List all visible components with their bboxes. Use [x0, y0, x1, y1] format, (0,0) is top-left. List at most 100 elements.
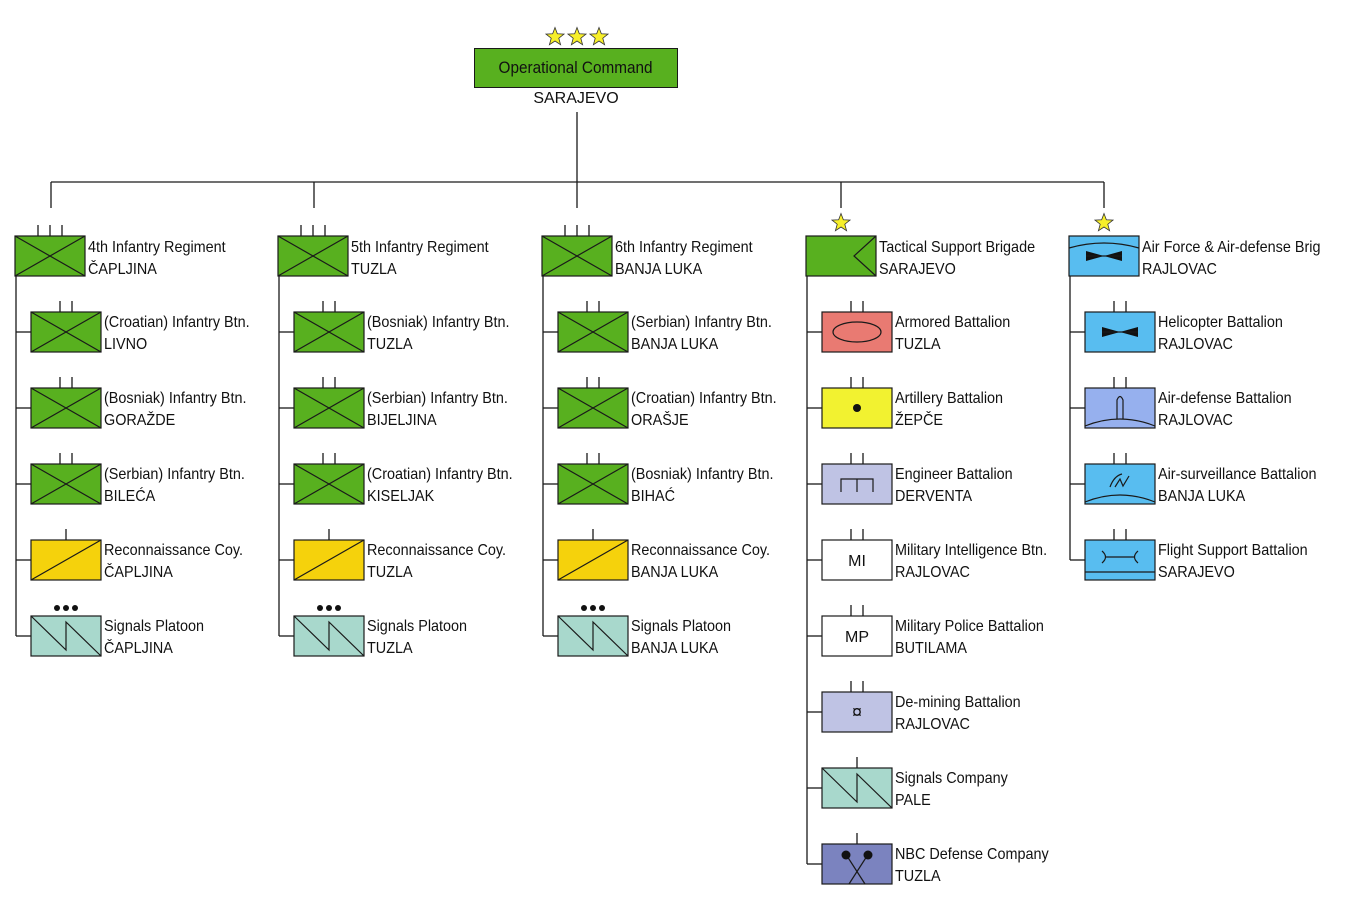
- echelon-marker: [1113, 529, 1127, 540]
- support-icon: [805, 235, 877, 277]
- rank-star-icon: [830, 212, 852, 232]
- echelon-marker: [322, 377, 336, 388]
- unit-name: Air-defense Battalion: [1158, 390, 1292, 407]
- demining-icon: ¤: [821, 691, 893, 733]
- unit-location: BANJA LUKA: [631, 336, 719, 353]
- echelon-marker: [300, 225, 326, 236]
- echelon-marker: [586, 453, 600, 464]
- military-intelligence-icon: MI: [821, 539, 893, 581]
- unit-location: RAJLOVAC: [1158, 336, 1233, 353]
- operational-command-location: SARAJEVO: [533, 90, 619, 107]
- rank-star-icon: [588, 26, 610, 46]
- infantry-icon: [277, 235, 349, 277]
- unit-location: PALE: [895, 792, 931, 809]
- helicopter-icon: [1084, 311, 1156, 353]
- unit-location: BANJA LUKA: [631, 640, 719, 657]
- unit-label: (Bosniak) Infantry Btn.GORAŽDE: [104, 388, 246, 432]
- unit-column: [14, 225, 102, 657]
- infantry-icon: [30, 387, 102, 429]
- unit-location: BIHAĆ: [631, 488, 676, 505]
- unit-name: Signals Platoon: [631, 618, 732, 635]
- reconnaissance-icon: [30, 539, 102, 581]
- unit-location: RAJLOVAC: [895, 564, 970, 581]
- echelon-marker: [850, 453, 864, 464]
- unit-location: SARAJEVO: [1158, 564, 1235, 581]
- unit-name: Military Intelligence Btn.: [895, 542, 1048, 559]
- nbc-icon: [821, 843, 893, 885]
- unit-label: (Serbian) Infantry Btn. BILEĆA: [104, 464, 245, 508]
- echelon-marker: [850, 681, 864, 692]
- echelon-marker: [59, 377, 73, 388]
- echelon-marker: [1113, 301, 1127, 312]
- infantry-icon: [293, 311, 365, 353]
- unit-name: Reconnaissance Coy.: [367, 542, 507, 559]
- echelon-marker: [581, 605, 605, 611]
- unit-label: (Croatian) Infantry Btn.KISELJAK: [367, 464, 513, 508]
- unit-name: (Serbian) Infantry Btn.: [104, 466, 245, 483]
- unit-location: ČAPLJINA: [104, 640, 173, 657]
- infantry-icon: [14, 235, 86, 277]
- unit-location: BUTILAMA: [895, 640, 968, 657]
- unit-column: [541, 225, 629, 657]
- operational-command-box: Operational Command: [474, 48, 678, 88]
- unit-location: BIJELJINA: [367, 412, 437, 429]
- unit-name: (Croatian) Infantry Btn.: [367, 466, 513, 483]
- reconnaissance-icon: [293, 539, 365, 581]
- unit-name: (Serbian) Infantry Btn.: [631, 314, 772, 331]
- symbol-glyph: ¤: [852, 702, 862, 722]
- unit-location: DERVENTA: [895, 488, 973, 505]
- unit-name: Military Police Battalion: [895, 618, 1044, 635]
- unit-location: ŽEPČE: [895, 412, 944, 429]
- unit-name: Armored Battalion: [895, 314, 1011, 331]
- unit-location: SARAJEVO: [879, 261, 956, 278]
- echelon-marker: [850, 377, 864, 388]
- rank-star-icon: [566, 26, 588, 46]
- reconnaissance-icon: [557, 539, 629, 581]
- echelon-marker: [317, 605, 341, 611]
- unit-name: Tactical Support Brigade: [879, 239, 1036, 256]
- air-surveillance-icon: [1084, 463, 1156, 505]
- unit-name: Signals Company: [895, 770, 1008, 787]
- infantry-icon: [30, 463, 102, 505]
- unit-name: 6th Infantry Regiment: [615, 239, 753, 256]
- unit-location: BANJA LUKA: [631, 564, 719, 581]
- unit-location: TUZLA: [895, 868, 941, 885]
- signals-icon: [30, 615, 102, 657]
- unit-location: TUZLA: [351, 261, 397, 278]
- echelon-marker: [586, 377, 600, 388]
- unit-name: Signals Platoon: [104, 618, 205, 635]
- unit-location: LIVNO: [104, 336, 148, 353]
- unit-label: Reconnaissance Coy. TUZLA: [367, 540, 506, 584]
- echelon-marker: [37, 225, 63, 236]
- unit-name: Reconnaissance Coy.: [104, 542, 244, 559]
- unit-label: (Bosniak) Infantry Btn.TUZLA: [367, 312, 509, 356]
- symbol-glyph: MI: [848, 553, 866, 570]
- unit-label: (Bosniak) Infantry Btn.BIHAĆ: [631, 464, 773, 508]
- unit-location: TUZLA: [367, 564, 413, 581]
- infantry-icon: [557, 387, 629, 429]
- unit-location: RAJLOVAC: [1158, 412, 1233, 429]
- engineer-icon: [821, 463, 893, 505]
- signals-icon: [557, 615, 629, 657]
- echelon-marker: [850, 605, 864, 616]
- unit-name: 5th Infantry Regiment: [351, 239, 489, 256]
- unit-column: [1068, 212, 1156, 581]
- unit-label: (Croatian) Infantry Btn.ORAŠJE: [631, 388, 777, 432]
- symbol-glyph: MP: [845, 629, 869, 646]
- unit-location: BILEĆA: [104, 488, 156, 505]
- unit-location: ČAPLJINA: [104, 564, 173, 581]
- unit-location: TUZLA: [895, 336, 941, 353]
- unit-column: [277, 225, 365, 657]
- armor-icon: [821, 311, 893, 353]
- unit-name: Flight Support Battalion: [1158, 542, 1308, 559]
